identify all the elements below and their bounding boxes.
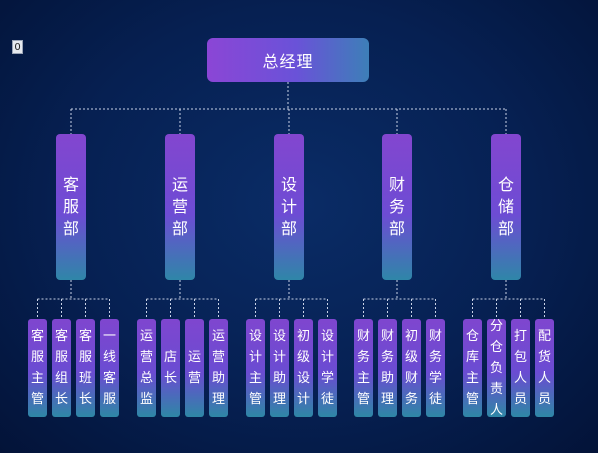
role-node-1-2: 客服组长 [52,319,71,417]
role-node-1-1: 客服主管 [28,319,47,417]
role-node-3-1: 设计主管 [246,319,265,417]
department-node-2: 运营部 [165,134,195,280]
root-node-general-manager: 总经理 [207,38,369,82]
role-node-2-3: 运营 [185,319,204,417]
role-node-5-2: 分仓负责人 [487,319,506,418]
role-node-2-2: 店长 [161,319,180,417]
role-node-3-2: 设计助理 [270,319,289,417]
department-node-3: 设计部 [274,134,304,280]
role-node-2-4: 运营助理 [209,319,228,417]
role-node-3-4: 设计学徒 [318,319,337,417]
role-node-1-4: 一线客服 [100,319,119,417]
role-node-5-1: 仓库主管 [463,319,482,417]
role-node-5-3: 打包人员 [511,319,530,417]
department-node-4: 财务部 [382,134,412,280]
role-node-4-1: 财务主管 [354,319,373,417]
page-number-badge: 0 [12,40,23,54]
department-node-5: 仓储部 [491,134,521,280]
role-node-2-1: 运营总监 [137,319,156,417]
role-node-4-3: 初级财务 [402,319,421,417]
role-node-4-4: 财务学徒 [426,319,445,417]
role-node-3-3: 初级设计 [294,319,313,417]
role-node-5-4: 配货人员 [535,319,554,417]
role-node-1-3: 客服班长 [76,319,95,417]
role-node-4-2: 财务助理 [378,319,397,417]
department-node-1: 客服部 [56,134,86,280]
